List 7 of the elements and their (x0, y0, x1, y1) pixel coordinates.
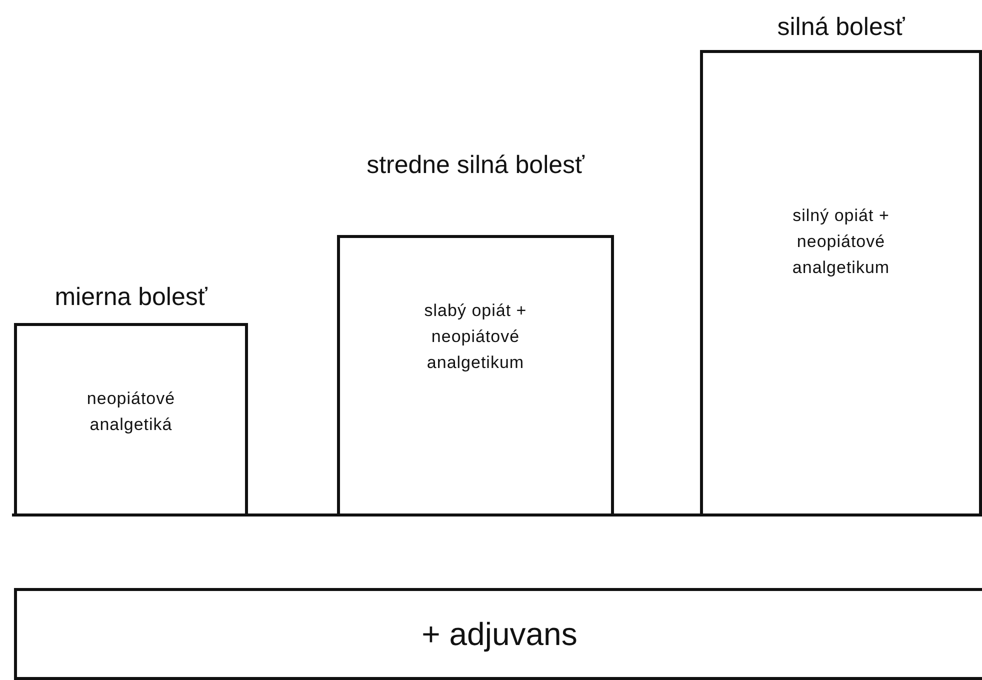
drug-text: slabý opiát + neopiátové analgetikum (423, 300, 528, 374)
drug-text: neopiátové analgetiká (86, 388, 176, 436)
pain-level-heading: mierna bolesť (54, 283, 208, 311)
drug-text: silný opiát + neopiátové analgetikum (791, 205, 891, 279)
adjuvant-text: + adjuvans (422, 616, 578, 652)
pain-level-heading: silná bolesť (777, 13, 905, 41)
pain-level-heading: stredne silná bolesť (366, 151, 584, 179)
